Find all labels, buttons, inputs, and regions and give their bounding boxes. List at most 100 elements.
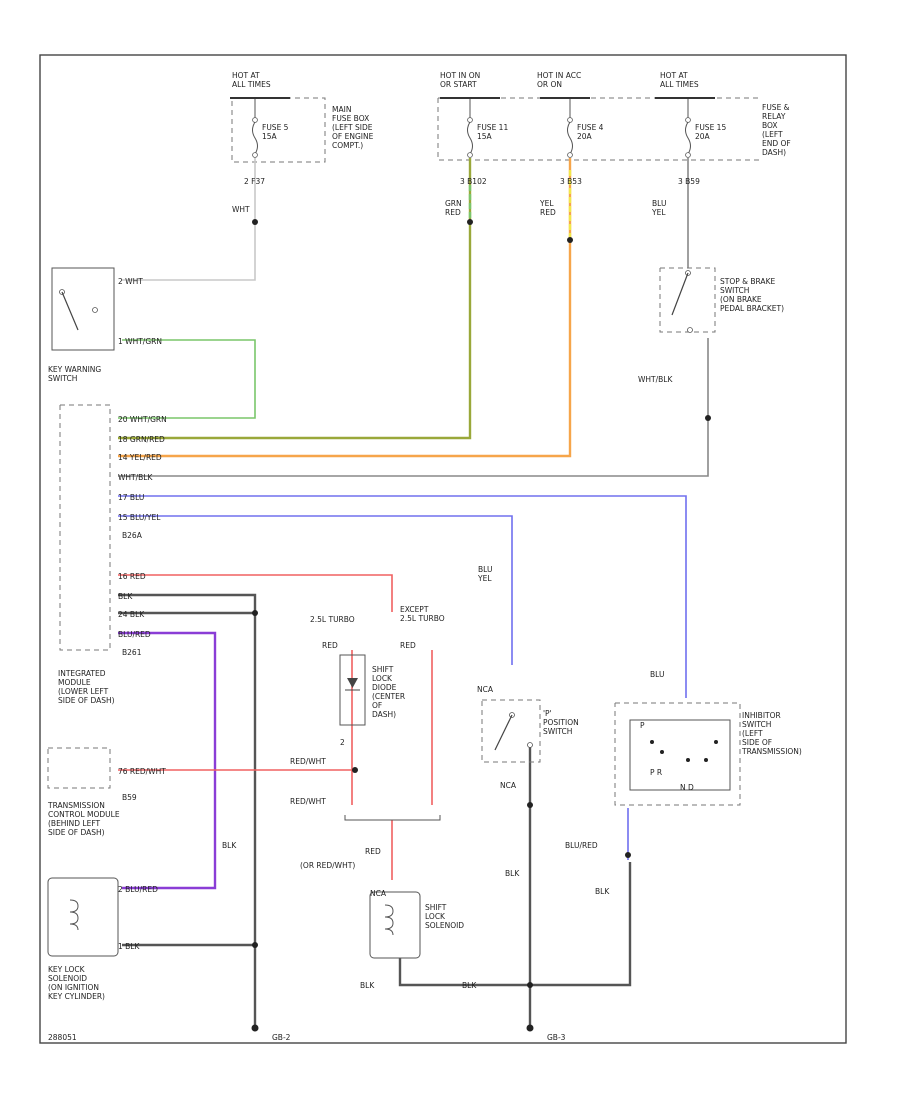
label-red-1: RED [322,641,338,650]
label-blk-5: BLK [462,981,477,990]
label-conn-b102: 3 B102 [460,177,487,186]
label-conn-b53: 3 B53 [560,177,582,186]
label-pin-17: 17 BLU [118,493,144,502]
wire-blk-solenoid [398,862,632,987]
main-fuse-box-outline [231,97,326,163]
shift-lock-diode [339,654,441,821]
wire-wht-blk [118,338,709,477]
label-diode-pin: 2 [340,738,345,747]
label-b59: B59 [122,793,137,802]
label-drawing-id: 288051 [48,1033,77,1042]
wire-wht [122,158,256,281]
label-conn-b59: 3 B59 [678,177,700,186]
label-blk-1: BLK [222,841,237,850]
label-blu-red: BLU/RED [565,841,598,850]
wire-blu-yel [118,515,513,665]
wires [118,158,709,1028]
inhibitor-switch [614,702,741,806]
label-or-red-wht: (OR RED/WHT) [300,861,355,870]
wire-wht-grn [118,339,256,419]
wire-blu [118,495,687,698]
wire-yel-red [118,158,572,458]
wire-blk-module-ground [118,593,257,1028]
label-nca-1: NCA [477,685,494,694]
label-blk-2: BLK [505,869,520,878]
label-ground-1: GB-2 [272,1033,291,1042]
label-pin-20: 20 WHT/GRN [118,415,167,424]
label-pin-24: 24 BLK [118,610,145,619]
label-nca-3: NCA [370,889,387,898]
label-inh-row-1: P R [650,768,662,777]
fuse-relay-box-bottom [437,98,760,161]
integrated-module [59,404,111,651]
label-pin-18: 18 GRN/RED [118,435,165,444]
stop-brake-switch [659,267,716,333]
diagram-frame [39,54,847,1044]
label-conn-f37: 2 F37 [244,177,265,186]
label-pin-14: 14 YEL/RED [118,453,162,462]
shift-lock-solenoid [369,891,421,959]
label-red-3: RED [365,847,381,856]
label-wht: WHT [232,205,250,214]
label-red-2: RED [400,641,416,650]
label-red-wht-2: RED/WHT [290,797,326,806]
label-b261: B261 [122,648,142,657]
wire-blu-red [118,631,217,890]
label-kw-pin-1: 2 WHT [118,277,143,286]
label-pin-blu-red: BLU/RED [118,630,151,639]
label-pin-blk: BLK [118,592,133,601]
label-blk-4: BLK [360,981,375,990]
label-red-wht: RED/WHT [290,757,326,766]
label-kl-pin-1: 2 BLU/RED [118,885,158,894]
power-distribution [230,97,760,163]
label-2-5l-turbo: 2.5L TURBO [310,615,355,624]
splices [251,219,711,1032]
label-b26a: B26A [122,531,143,540]
fuse-15 [685,98,691,158]
p-position-switch [481,699,541,763]
label-inh-row-2: N D [680,783,694,792]
fuse-5 [252,98,258,158]
label-ground-2: GB-3 [547,1033,566,1042]
transmission-control-module [47,747,111,789]
label-blk-3: BLK [595,887,610,896]
fuse-11 [467,98,473,158]
label-nca-2: NCA [500,781,517,790]
label-pin-16: 16 RED [118,572,146,581]
label-pin-wht-blk: WHT/BLK [118,473,153,482]
fuse-4 [567,98,573,158]
label-blu: BLU [650,670,664,679]
wire-grn-red [118,158,472,440]
key-lock-solenoid [47,877,119,957]
label-kl-pin-2: 1 BLK [118,942,140,951]
label-wht-blk: WHT/BLK [638,375,673,384]
label-tcm-pin: 76 RED/WHT [118,767,166,776]
key-warning-switch [51,267,115,351]
